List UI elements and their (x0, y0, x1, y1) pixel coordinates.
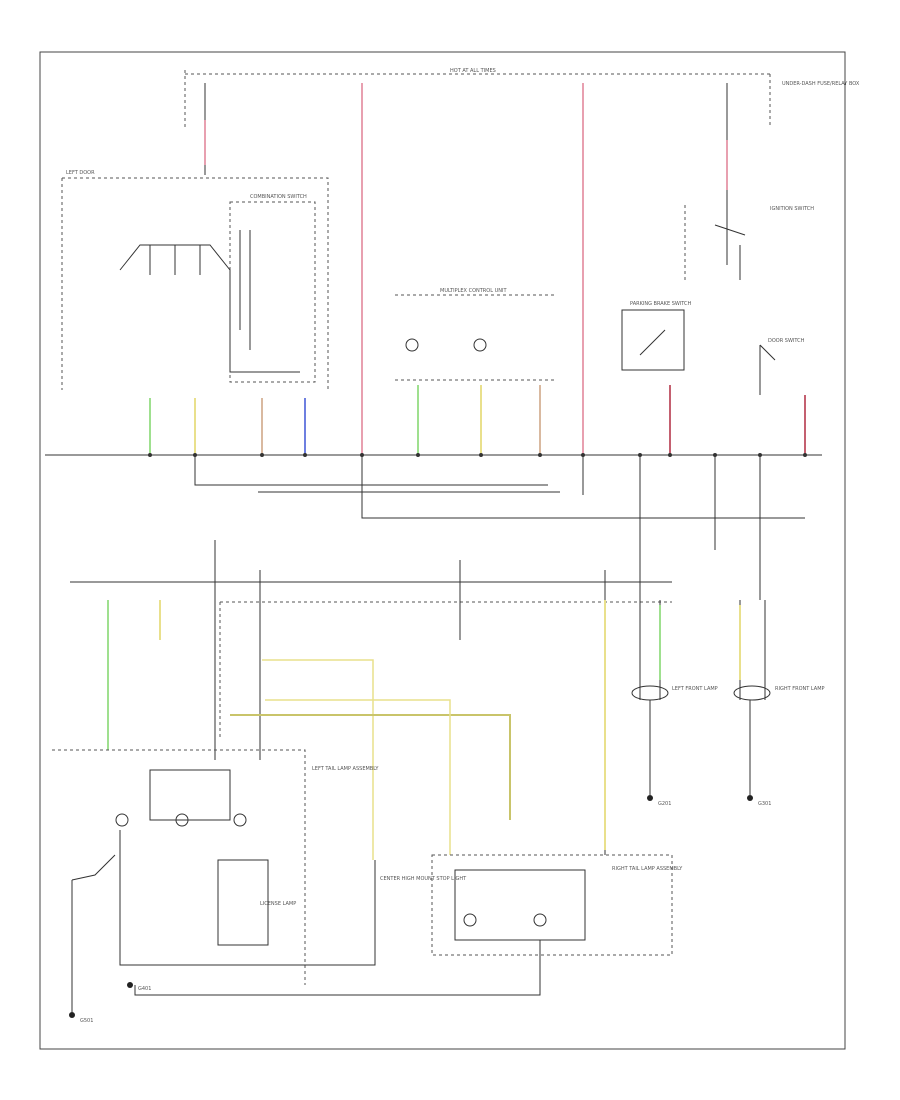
return-wires (194, 455, 805, 600)
front-lamps: LEFT FRONT LAMP RIGHT FRONT LAMP G201 G3… (631, 600, 825, 807)
door-switch-label: DOOR SWITCH (768, 338, 805, 344)
connector-wires (149, 385, 806, 455)
ground-left-label: G401 (138, 986, 151, 992)
hot-at-all-times-label: HOT AT ALL TIMES (450, 68, 496, 74)
multiplex-label: MULTIPLEX CONTROL UNIT (440, 288, 507, 294)
parking-brake-label: PARKING BRAKE SWITCH (630, 301, 692, 307)
left-tail-lamp: LEFT TAIL LAMP ASSEMBLY LICENSE LAMP CEN… (52, 749, 467, 1012)
license-lamp-label: LICENSE LAMP (260, 901, 296, 907)
bus-connector-dots (148, 453, 807, 457)
combination-switch-area: LEFT DOOR COMBINATION SWITCH (61, 170, 329, 390)
right-front-lamp-label: RIGHT FRONT LAMP (775, 686, 825, 692)
ground-front-left-label: G201 (658, 801, 671, 807)
power-feed-wires (204, 83, 728, 455)
ground-right-label: G501 (80, 1018, 93, 1024)
ignition-switch-label: IGNITION SWITCH (770, 206, 814, 212)
right-tail-lamp-label: RIGHT TAIL LAMP ASSEMBLY (612, 866, 683, 872)
left-tail-lamp-label: LEFT TAIL LAMP ASSEMBLY (312, 766, 379, 772)
grounds: G401 G501 (69, 982, 151, 1024)
diagram-frame (39, 51, 846, 1050)
switch-area: PARKING BRAKE SWITCH IGNITION SWITCH DOO… (621, 200, 814, 395)
fuse-relay-box: HOT AT ALL TIMES UNDER-DASH FUSE/RELAY B… (184, 68, 860, 130)
left-door-label: LEFT DOOR (66, 170, 95, 176)
center-light-label: CENTER HIGH MOUNT STOP LIGHT (380, 876, 467, 882)
left-front-lamp-label: LEFT FRONT LAMP (672, 686, 718, 692)
body-harness (70, 540, 672, 860)
combination-switch-label: COMBINATION SWITCH (250, 194, 307, 200)
fuse-box-label: UNDER-DASH FUSE/RELAY BOX (782, 81, 860, 87)
ground-front-right-label: G301 (758, 801, 771, 807)
right-tail-lamp: RIGHT TAIL LAMP ASSEMBLY (134, 854, 683, 996)
multiplex-unit: MULTIPLEX CONTROL UNIT (395, 288, 555, 381)
